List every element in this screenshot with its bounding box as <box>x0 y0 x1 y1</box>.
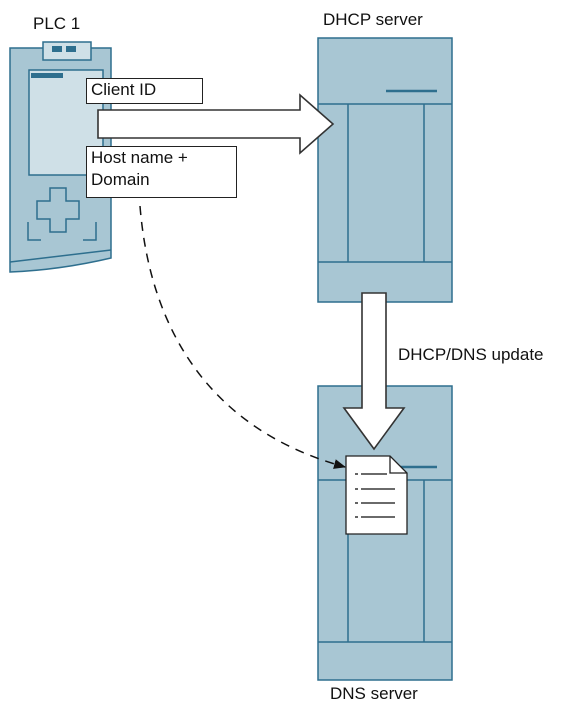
dns-record-document <box>345 455 408 535</box>
client-id-text: Client ID <box>91 80 157 99</box>
dhcp-server-label: DHCP server <box>323 10 423 29</box>
client-id-arrow <box>97 93 335 155</box>
plc-label: PLC 1 <box>33 14 81 33</box>
client-id-label: Client ID <box>86 78 203 104</box>
update-label: DHCP/DNS update <box>398 345 544 364</box>
host-registration-dashed-arrow <box>139 205 346 469</box>
host-domain-label: Host name + Domain <box>86 146 237 198</box>
dns-server-label: DNS server <box>330 684 418 703</box>
dhcp-dns-update-arrow <box>342 292 406 451</box>
host-name-text: Host name + <box>91 148 188 167</box>
dhcp-server-device <box>317 37 453 303</box>
domain-text: Domain <box>91 170 150 189</box>
